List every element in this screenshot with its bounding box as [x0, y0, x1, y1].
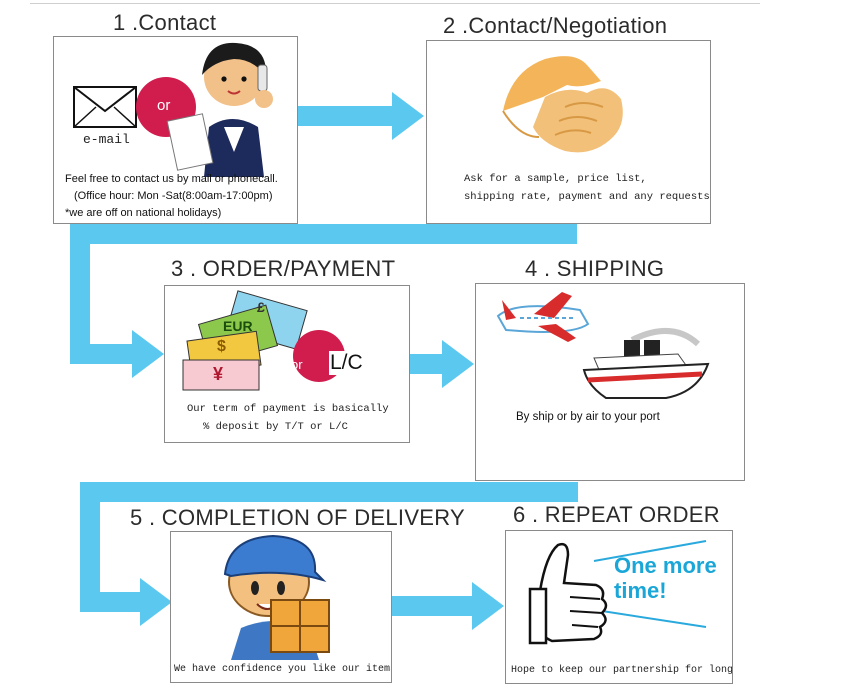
step-1-box: or e-mail Feel free to contact us by mai…	[53, 36, 298, 224]
one-more-label: One more	[614, 553, 717, 579]
handshake-icon	[427, 41, 711, 161]
step-2-box: Ask for a sample, price list, shipping r…	[426, 40, 711, 224]
lc-label: L/C	[329, 351, 364, 375]
airplane-icon	[498, 292, 588, 342]
step-1-line-3: *we are off on national holidays)	[65, 207, 221, 219]
email-label: e-mail	[83, 132, 130, 147]
step-2-line-2: shipping rate, payment and any requests.	[464, 191, 711, 203]
arrow-5-to-6	[392, 582, 504, 630]
arrow-1-to-2	[298, 92, 424, 140]
yen-symbol: ¥	[213, 364, 223, 385]
envelope-icon	[74, 87, 136, 127]
step-5-box: We have confidence you like our items.	[170, 531, 392, 683]
step-1-line-2: (Office hour: Mon -Sat(8:00am-17:00pm)	[74, 190, 273, 202]
step-1-title: 1 .Contact	[113, 10, 216, 36]
step-3-line-1: Our term of payment is basically	[187, 403, 389, 415]
or-label-3: or	[291, 357, 303, 372]
step-5-line-1: We have confidence you like our items.	[174, 664, 392, 675]
eur-label: EUR	[223, 318, 253, 334]
step-6-line-1: Hope to keep our partnership for long!	[511, 665, 733, 676]
delivery-man-icon	[171, 532, 392, 660]
pound-symbol: £	[257, 299, 265, 315]
dollar-symbol: $	[217, 338, 226, 356]
parcel-icon	[271, 600, 329, 652]
step-1-line-1: Feel free to contact us by mail or phone…	[65, 173, 278, 185]
step-4-box: By ship or by air to your port	[475, 283, 745, 481]
step-5-title: 5 . COMPLETION OF DELIVERY	[130, 505, 465, 531]
step-3-title: 3 . ORDER/PAYMENT	[171, 256, 395, 282]
step-4-title: 4 . SHIPPING	[525, 256, 664, 282]
step-4-line-1: By ship or by air to your port	[516, 411, 660, 423]
step-6-box: One more time! Hope to keep our partners…	[505, 530, 733, 684]
banknotes-icon	[165, 286, 410, 396]
step-2-title: 2 .Contact/Negotiation	[443, 13, 667, 39]
step-3-box: £ EUR $ ¥ or L/C Our term of payment is …	[164, 285, 410, 443]
step-1-illustration	[54, 37, 298, 177]
step-3-line-2: % deposit by T/T or L/C	[203, 421, 348, 433]
step-6-title: 6 . REPEAT ORDER	[513, 502, 720, 528]
or-label: or	[157, 97, 170, 114]
arrow-3-to-4	[410, 340, 474, 388]
time-label: time!	[614, 578, 667, 604]
step-4-illustration	[476, 284, 745, 402]
step-2-line-1: Ask for a sample, price list,	[464, 173, 647, 185]
ship-icon	[584, 331, 708, 398]
